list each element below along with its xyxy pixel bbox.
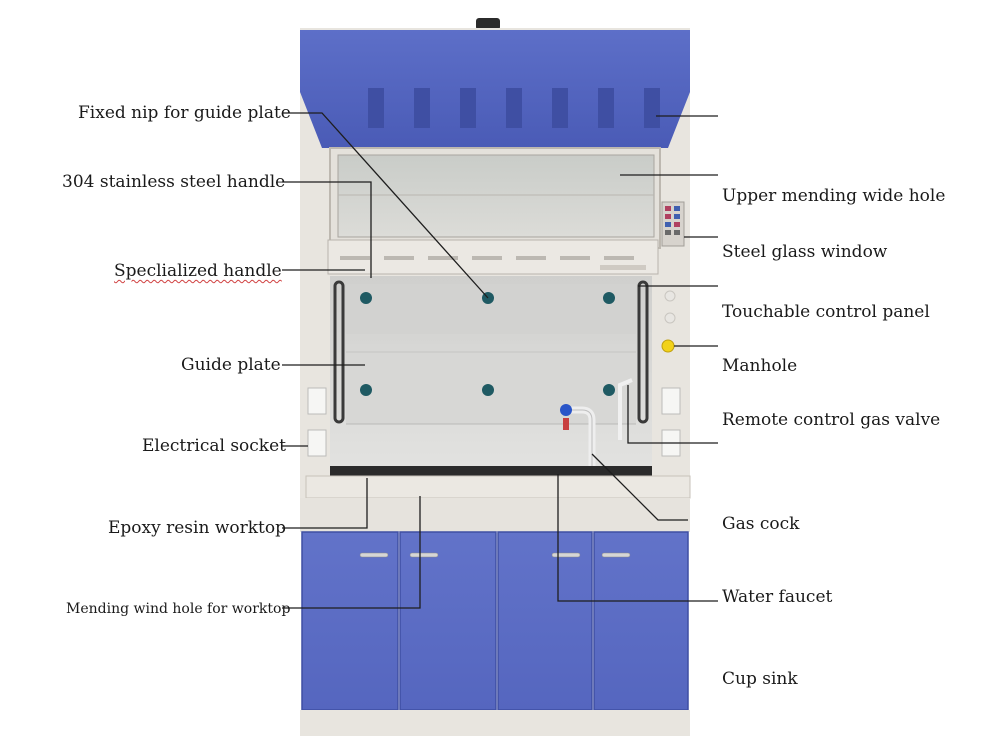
exhaust-port xyxy=(476,18,500,30)
electrical-sockets xyxy=(307,387,681,457)
label-cup-sink: Cup sink xyxy=(722,669,798,689)
right-inner-handle xyxy=(637,280,649,424)
floor-plinth xyxy=(300,710,690,736)
vent-slots xyxy=(368,88,660,128)
label-epoxy-worktop: Epoxy resin worktop xyxy=(108,518,286,538)
handle-slots xyxy=(340,256,634,260)
label-steel-glass: Steel glass window xyxy=(722,242,888,262)
label-control-panel: Touchable control panel xyxy=(722,302,930,322)
label-fixed-nip: Fixed nip for guide plate xyxy=(78,103,291,123)
top-hood-panel xyxy=(300,30,690,148)
label-gas-cock: Gas cock xyxy=(722,514,800,534)
base-cabinet-doors xyxy=(301,531,689,711)
control-panel-buttons xyxy=(665,206,680,235)
label-steel-handle: 304 stainless steel handle xyxy=(62,172,286,192)
water-faucet-pipe xyxy=(618,378,633,440)
gas-cock-fixture xyxy=(560,404,596,470)
label-water-faucet: Water faucet xyxy=(722,587,833,607)
manhole-knob xyxy=(661,339,675,353)
label-electrical-socket: Electrical socket xyxy=(142,436,286,456)
label-guide-plate: Guide plate xyxy=(181,355,281,375)
left-inner-handle xyxy=(333,280,345,424)
steel-glass-window xyxy=(337,154,655,238)
label-gas-valve: Remote control gas valve xyxy=(722,410,941,430)
leader-lines xyxy=(282,112,718,609)
door-handles xyxy=(359,552,631,558)
label-manhole: Manhole xyxy=(722,356,798,376)
epoxy-worktop xyxy=(330,466,652,476)
label-specialized-handle: Speclialized handle xyxy=(114,261,282,281)
base-frame xyxy=(300,498,690,532)
label-upper-mending: Upper mending wide hole xyxy=(722,186,946,206)
label-mending-wind-hole: Mending wind hole for worktop xyxy=(66,601,291,617)
guide-plate-upper xyxy=(346,284,636,334)
